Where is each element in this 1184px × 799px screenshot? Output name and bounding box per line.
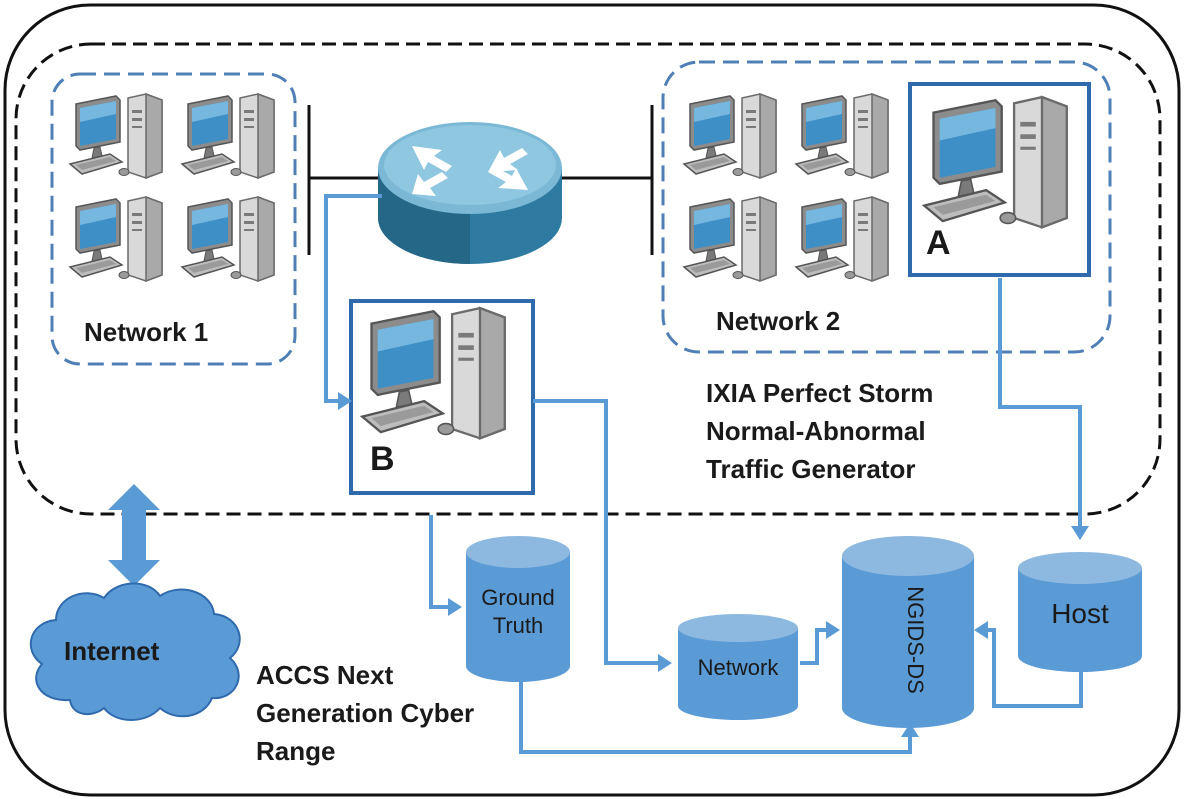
arrowhead bbox=[974, 621, 988, 639]
ngids-label: NGIDS-DS bbox=[903, 586, 928, 694]
cloud-icon bbox=[29, 582, 241, 721]
workstation-icon bbox=[683, 196, 777, 282]
database-icon bbox=[1018, 552, 1142, 672]
network1-group bbox=[50, 72, 297, 366]
internet-label: Internet bbox=[64, 636, 160, 666]
workstation-icon bbox=[69, 196, 163, 282]
network1-label: Network 1 bbox=[84, 317, 209, 347]
network2-group bbox=[661, 60, 1112, 354]
workstation-icon bbox=[683, 93, 777, 179]
host-b-label: B bbox=[370, 440, 395, 478]
workstation-icon bbox=[795, 93, 889, 179]
a-to-host-connector bbox=[998, 278, 1082, 528]
router-to-b-connector bbox=[324, 194, 382, 403]
arrowhead bbox=[338, 392, 352, 410]
outer-frame bbox=[3, 3, 1181, 797]
arrowhead bbox=[1071, 526, 1089, 540]
router-icon bbox=[378, 122, 562, 264]
b-to-ground-truth-connector bbox=[429, 515, 450, 609]
workstation-icon bbox=[181, 93, 275, 179]
range-line-2: Generation Cyber bbox=[256, 698, 475, 728]
range-line-1: ACCS Next bbox=[256, 660, 394, 690]
arrowhead bbox=[448, 598, 462, 616]
generator-label: IXIA Perfect Storm Normal-Abnormal Traff… bbox=[706, 374, 933, 488]
workstation-icon bbox=[795, 196, 889, 282]
ground-truth-to-ngids-connector bbox=[519, 680, 912, 754]
network-to-ngids-connector bbox=[800, 628, 828, 665]
range-line-3: Range bbox=[256, 736, 336, 766]
generator-line-1: IXIA Perfect Storm bbox=[706, 378, 934, 408]
arrowhead bbox=[658, 654, 672, 672]
internet-link-arrow bbox=[108, 484, 160, 586]
ground-truth-line-1: Ground bbox=[481, 585, 555, 610]
ground-truth-line-2: Truth bbox=[492, 613, 544, 638]
b-to-network-connector bbox=[533, 399, 660, 665]
workstation-icon bbox=[181, 196, 275, 282]
ground-truth-label: Ground Truth bbox=[466, 584, 570, 640]
network2-label: Network 2 bbox=[716, 306, 841, 336]
generator-line-2: Normal-Abnormal bbox=[706, 416, 926, 446]
database-icon bbox=[678, 614, 798, 720]
database-icon bbox=[466, 536, 570, 682]
database-icon bbox=[842, 536, 974, 728]
network-db-label: Network bbox=[697, 655, 779, 680]
host-a-label: A bbox=[926, 224, 951, 262]
arrowhead bbox=[901, 723, 919, 737]
host-to-ngids-connector bbox=[985, 628, 1083, 708]
generator-line-3: Traffic Generator bbox=[706, 454, 916, 484]
host-db-label: Host bbox=[1051, 598, 1109, 629]
workstation-icon bbox=[69, 93, 163, 179]
range-label: ACCS Next Generation Cyber Range bbox=[256, 656, 474, 770]
arrowhead bbox=[826, 621, 840, 639]
generator-boundary bbox=[14, 42, 1162, 516]
